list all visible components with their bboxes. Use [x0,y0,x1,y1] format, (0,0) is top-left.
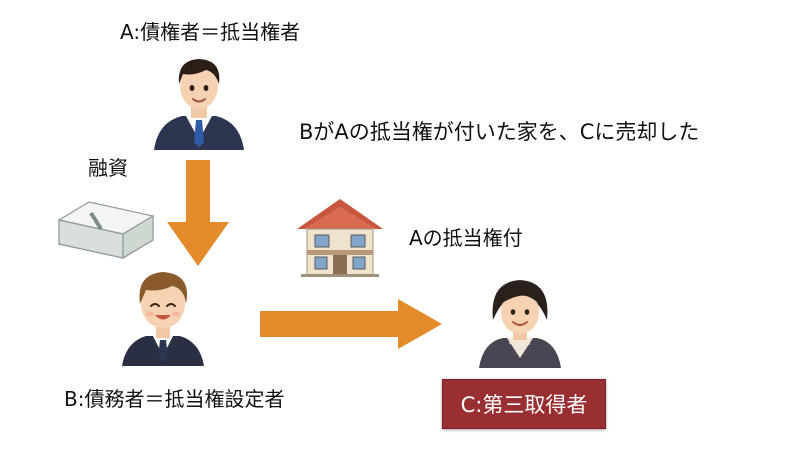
debtor-label: B:債務者＝抵当権設定者 [64,387,285,411]
arrow-right-icon [260,299,442,349]
businessman-icon [154,59,244,150]
arrow-down-icon [167,160,229,266]
money-stack-icon [57,201,155,260]
third-party-label: C:第三取得者 [460,393,588,417]
loan-label: 融資 [88,156,128,180]
woman-icon [479,280,561,368]
creditor-label: A:債権者＝抵当権者 [120,20,301,44]
sale-statement: BがAの抵当権が付いた家を、Cに売却した [299,120,700,144]
house-icon [297,199,383,277]
smiling-man-icon [122,272,204,366]
third-party-badge: C:第三取得者 [442,379,606,429]
mortgage-attached-label: Aの抵当権付 [409,226,523,250]
